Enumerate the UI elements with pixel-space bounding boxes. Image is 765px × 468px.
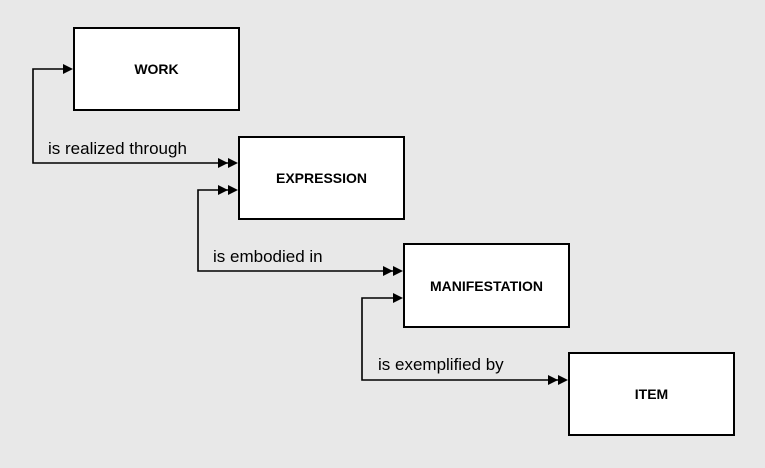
arrowhead-expression-1b xyxy=(228,158,238,168)
connector-manifestation-item xyxy=(361,297,558,381)
arrowhead-manifestation-1b xyxy=(393,266,403,276)
entity-expression: EXPRESSION xyxy=(238,136,405,220)
label-is-realized-through: is realized through xyxy=(48,139,187,158)
label-is-embodied-in: is embodied in xyxy=(213,247,323,266)
label-is-exemplified-by: is exemplified by xyxy=(378,355,504,374)
arrowhead-expression-1a xyxy=(218,158,228,168)
arrowhead-manifestation-1a xyxy=(383,266,393,276)
entity-work: WORK xyxy=(73,27,240,111)
arrowhead-item-a xyxy=(548,375,558,385)
entity-item: ITEM xyxy=(568,352,735,436)
arrowhead-manifestation-2 xyxy=(393,293,403,303)
arrowhead-item-b xyxy=(558,375,568,385)
arrowhead-work xyxy=(63,64,73,74)
entity-manifestation: MANIFESTATION xyxy=(403,243,570,328)
connector-work-expression xyxy=(32,68,228,164)
connector-expression-manifestation xyxy=(197,189,393,272)
arrowhead-expression-2b xyxy=(228,185,238,195)
arrowhead-expression-2a xyxy=(218,185,228,195)
